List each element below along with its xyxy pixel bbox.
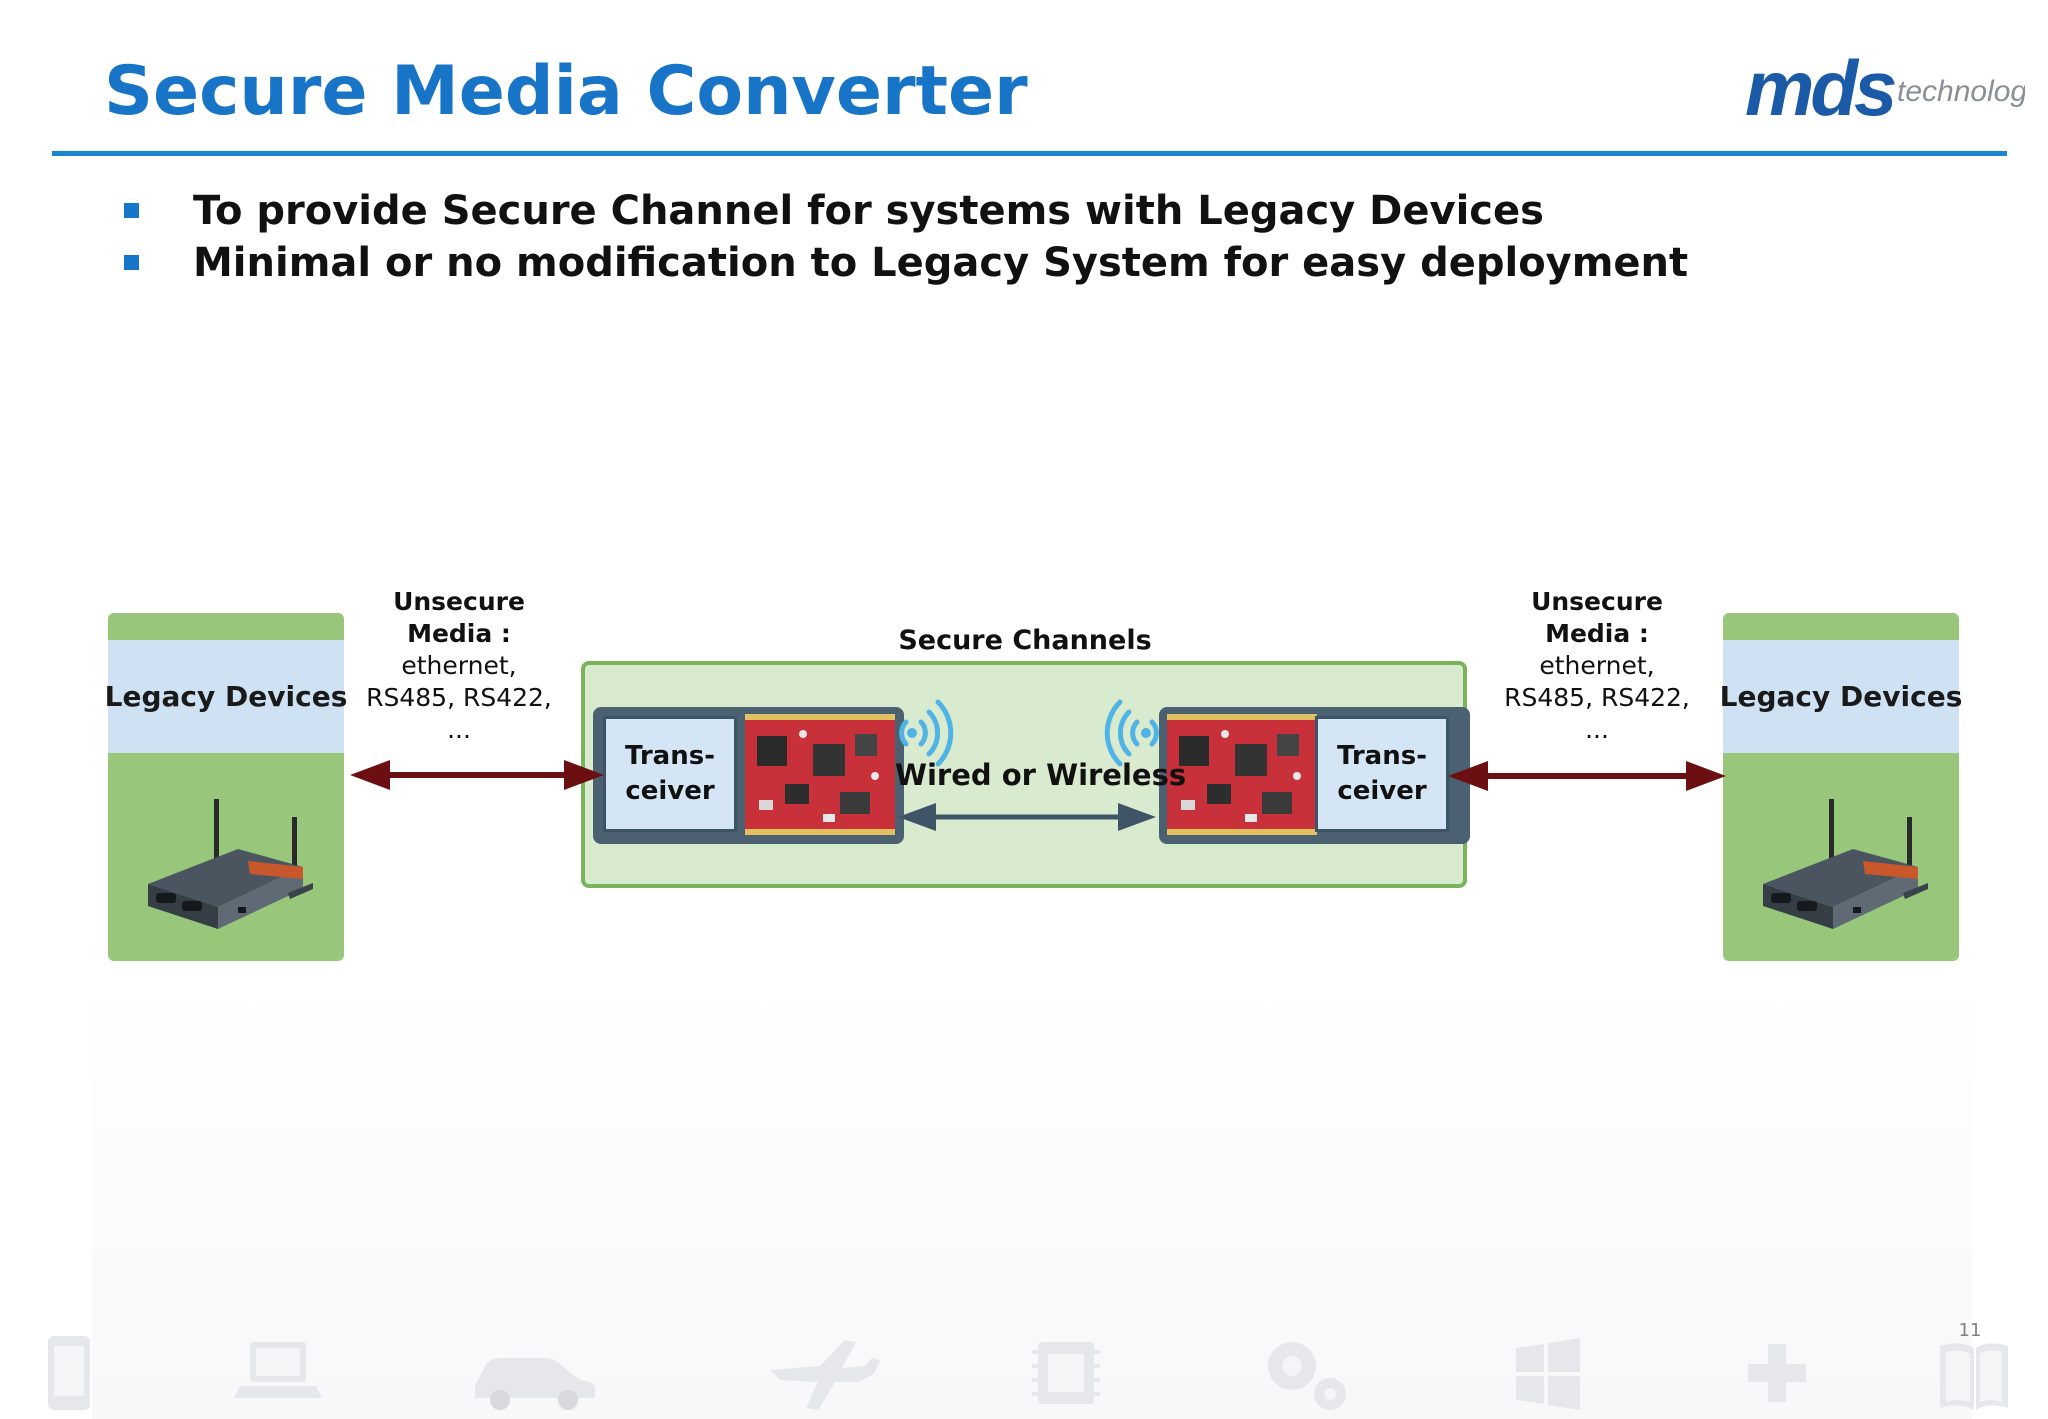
page-number: 11	[1958, 1320, 1982, 1341]
logo-technology-text: technology	[1897, 75, 2025, 108]
media-line: RS485, RS422,	[1504, 683, 1690, 712]
router-device-icon	[1763, 799, 1928, 929]
bullet-item: To provide Secure Channel for systems wi…	[124, 188, 1544, 234]
laptop-icon	[234, 1342, 322, 1398]
bullet-text: Minimal or no modification to Legacy Sys…	[193, 240, 1689, 286]
media-line: ethernet,	[401, 651, 517, 680]
bullet-square-icon	[124, 202, 139, 218]
transceiver-text: Trans-	[624, 741, 716, 771]
legacy-device-label-band: Legacy Devices	[1720, 640, 1962, 753]
media-line: ...	[447, 715, 471, 744]
media-line: Unsecure	[393, 587, 525, 616]
slide-title: Secure Media Converter	[104, 52, 1028, 131]
legacy-device-label-band: Legacy Devices	[105, 640, 347, 753]
book-icon	[1940, 1343, 2008, 1410]
legacy-device-label: Legacy Devices	[1719, 680, 1963, 713]
double-arrow-right	[1448, 761, 1726, 791]
secure-channels-label: Secure Channels	[898, 625, 1152, 656]
bullet-square-icon	[124, 254, 139, 270]
car-icon	[475, 1358, 595, 1410]
unsecure-media-label-left: Unsecure Media : ethernet, RS485, RS422,…	[359, 586, 559, 746]
circuit-board-icon	[1167, 714, 1317, 835]
title-divider	[52, 151, 2007, 156]
chip-icon	[1032, 1342, 1100, 1404]
double-arrow-left	[350, 760, 604, 790]
footer-icon-strip	[48, 1336, 2008, 1410]
circuit-board-icon	[745, 714, 895, 835]
router-device-icon	[148, 799, 313, 929]
logo-mds-text: mds	[1745, 44, 1895, 132]
transceiver-box: Trans- ceiver	[603, 716, 737, 832]
media-line: ...	[1585, 715, 1609, 744]
link-double-arrow	[898, 803, 1156, 831]
unsecure-media-label-right: Unsecure Media : ethernet, RS485, RS422,…	[1497, 586, 1697, 746]
transceiver-text: ceiver	[625, 776, 715, 806]
slide-background	[92, 980, 1972, 1419]
media-line: RS485, RS422,	[366, 683, 552, 712]
media-line: Unsecure	[1531, 587, 1663, 616]
wifi-signal-icon	[899, 699, 954, 767]
transceiver-module-right: Trans- ceiver	[1159, 707, 1470, 844]
legacy-device-right: Legacy Devices	[1720, 613, 1962, 961]
mds-logo: mds technology	[1745, 42, 2044, 132]
media-line: Media :	[407, 619, 511, 648]
plus-icon	[1748, 1344, 1806, 1402]
wifi-signal-icon	[1104, 699, 1159, 767]
transceiver-module-left: Trans- ceiver	[593, 707, 904, 844]
bullet-text: To provide Secure Channel for systems wi…	[193, 188, 1544, 234]
gears-icon	[1268, 1342, 1346, 1410]
phone-icon	[48, 1336, 90, 1410]
transceiver-text: ceiver	[1337, 776, 1427, 806]
legacy-device-label: Legacy Devices	[104, 680, 348, 713]
wired-or-wireless-label: Wired or Wireless	[895, 758, 1187, 792]
windows-icon	[1516, 1338, 1580, 1410]
bullet-item: Minimal or no modification to Legacy Sys…	[124, 240, 1688, 286]
transceiver-box: Trans- ceiver	[1315, 716, 1449, 832]
legacy-device-left: Legacy Devices	[105, 613, 347, 961]
airplane-icon	[770, 1340, 880, 1410]
media-line: Media :	[1545, 619, 1649, 648]
transceiver-text: Trans-	[1336, 741, 1428, 771]
media-line: ethernet,	[1539, 651, 1655, 680]
